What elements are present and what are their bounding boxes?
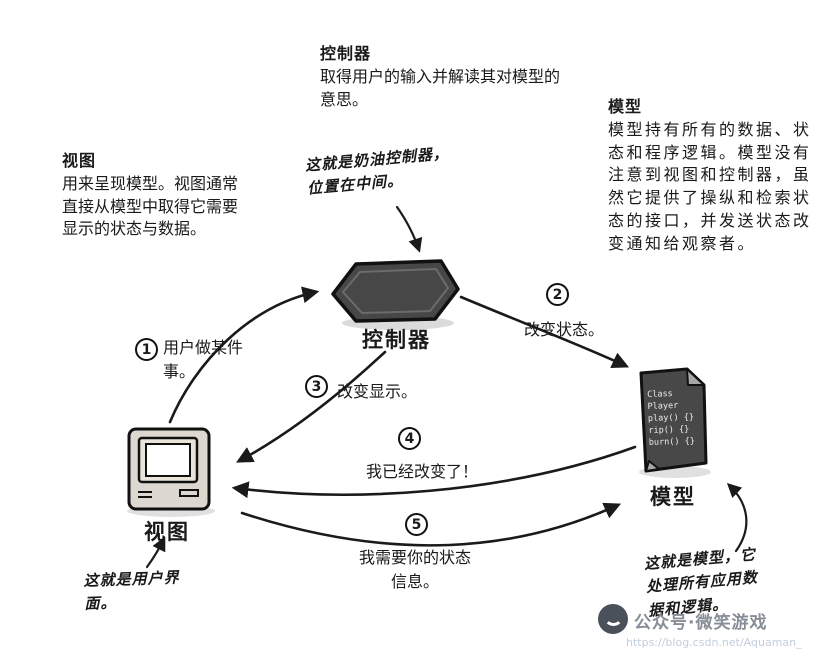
step-3-badge: 3 [305, 375, 328, 398]
controller-section-title: 控制器 [320, 44, 372, 63]
step-2-label: 改变状态。 [524, 320, 605, 339]
model-code-snippet: Class Player play() {} rip() {} burn() {… [646, 389, 696, 448]
step-3-label: 改变显示。 [337, 382, 418, 401]
step-1-label: 用户做某件事。 [163, 338, 244, 381]
controller-node-label: 控制器 [362, 328, 431, 352]
model-shadow [639, 466, 711, 478]
watermark-label: 公众号·微笑游戏 [634, 613, 768, 633]
controller-node-icon [331, 259, 460, 323]
model-section-description: 模型持有所有的数据、状态和程序逻辑。模型没有注意到视图和控制器，虽然它提供了操纵… [608, 120, 812, 253]
smile-icon [603, 607, 623, 626]
step-5-badge: 5 [405, 513, 428, 536]
step-4-badge: 4 [398, 427, 421, 450]
step-4-label: 我已经改变了！ [366, 462, 479, 481]
step-5-label: 我需要你的状态信息。 [358, 548, 471, 591]
controller-node-highlight [342, 268, 449, 314]
controller-section-description: 取得用户的输入并解读其对模型的意思。 [320, 67, 561, 109]
view-node-icon [127, 427, 211, 511]
watermark-url: https://blog.csdn.net/Aquaman_ [626, 636, 802, 649]
watermark-logo-icon [598, 604, 628, 634]
view-node-label: 视图 [144, 520, 190, 544]
step-1-badge: 1 [135, 338, 158, 361]
controller-annotation: 这就是奶油控制器，位置在中间。 [304, 144, 450, 198]
arrow-annotation-to-model [726, 483, 748, 553]
view-section-description: 用来呈现模型。视图通常直接从模型中取得它需要显示的状态与数据。 [62, 174, 239, 239]
view-section-title: 视图 [62, 151, 97, 170]
arrow-view-to-model [240, 502, 622, 547]
arrow-annotation-to-controller [395, 205, 423, 253]
step-2-badge: 2 [546, 283, 569, 306]
model-section-title: 模型 [608, 97, 643, 116]
model-node-label: 模型 [650, 485, 696, 509]
view-annotation: 这就是用户界面。 [83, 568, 180, 614]
